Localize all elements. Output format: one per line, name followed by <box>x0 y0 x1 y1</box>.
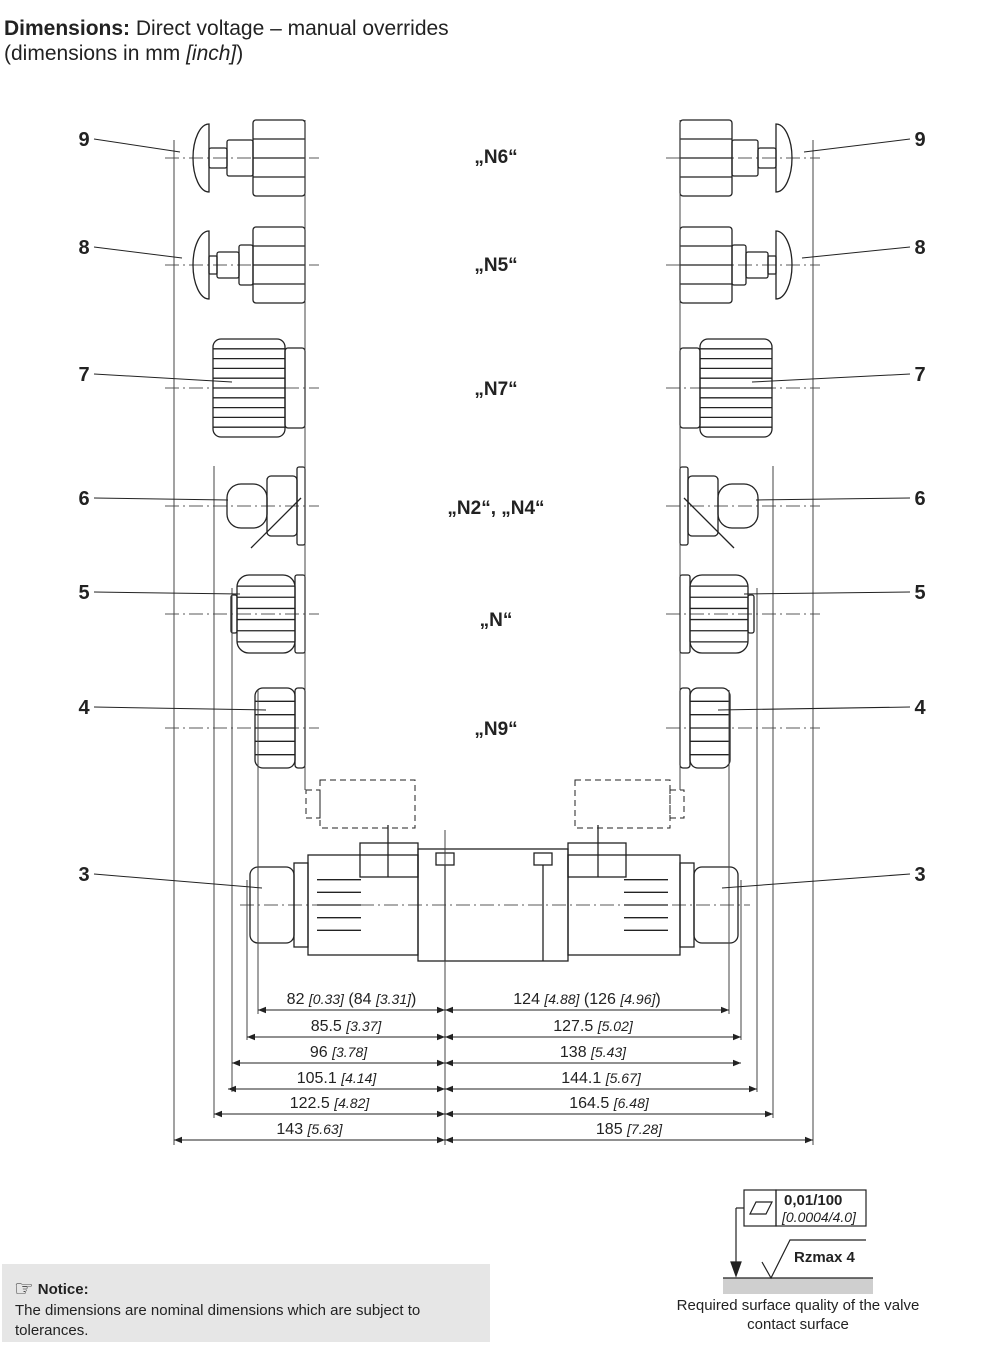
override-label-8: „N5“ <box>474 255 517 276</box>
flatness-value-inch: [0.0004/4.0] <box>781 1209 857 1225</box>
item-number-right-4: 4 <box>914 697 926 719</box>
page-subtitle: (dimensions in mm [inch]) <box>4 41 243 66</box>
override-n6-ribs <box>253 138 732 178</box>
flatness-frame-symbol <box>743 1189 777 1227</box>
override-n7-ribs <box>213 348 772 428</box>
override-n5-knob-right <box>775 230 793 300</box>
item-number-left-9: 9 <box>78 129 89 151</box>
leader-left-8 <box>93 246 183 259</box>
leader-right-6 <box>755 497 911 501</box>
surface-caption-line1: Required surface quality of the valve <box>676 1297 920 1314</box>
flatness-arrow <box>730 1261 742 1278</box>
override-n6-knob-right <box>775 123 793 193</box>
dim-label-left-0: 82 [0.33] (84 [3.31]) <box>287 991 417 1008</box>
surface-caption-line2: contact surface <box>747 1316 849 1333</box>
title-bold: Dimensions: <box>4 17 131 40</box>
page-title: Dimensions: Direct voltage – manual over… <box>4 16 449 41</box>
item-number-left-3: 3 <box>78 864 89 886</box>
override-n6-knob-left <box>192 123 210 193</box>
dim-label-left-5: 143 [5.63] <box>276 1121 343 1138</box>
notice-box: ☞Notice: The dimensions are nominal dime… <box>2 1264 490 1342</box>
dim-label-left-4: 122.5 [4.82] <box>290 1095 371 1112</box>
dim-label-left-2: 96 [3.78] <box>310 1044 368 1061</box>
flatness-frame-value <box>775 1189 867 1227</box>
item-number-left-6: 6 <box>78 488 89 510</box>
valve-end-ribs <box>317 879 668 931</box>
leader-left-9 <box>93 138 181 153</box>
item-number-right-5: 5 <box>914 582 925 604</box>
leader-right-9 <box>803 138 911 153</box>
subtitle-post: ) <box>236 42 244 65</box>
leader-left-4 <box>93 706 267 711</box>
title-rest: Direct voltage – manual overrides <box>130 17 449 40</box>
item-number-left-8: 8 <box>78 237 89 259</box>
item-number-right-7: 7 <box>914 364 925 386</box>
dim-label-right-0: 124 [4.88] (126 [4.96]) <box>513 991 660 1008</box>
pointing-hand-icon: ☞ <box>14 1276 34 1301</box>
subtitle-unit: [inch] <box>186 42 237 65</box>
flatness-icon <box>749 1201 773 1215</box>
leader-left-3 <box>93 873 263 889</box>
leader-right-4 <box>717 706 911 711</box>
connector-plug-dashed <box>305 779 685 829</box>
leader-left-5 <box>93 591 241 595</box>
leader-right-5 <box>743 591 911 595</box>
notice-heading-text: Notice: <box>37 1281 89 1298</box>
item-number-left-7: 7 <box>78 364 89 386</box>
leader-right-3 <box>721 873 911 889</box>
override-n-ribs <box>237 585 748 643</box>
item-number-right-8: 8 <box>914 237 925 259</box>
roughness-value: Rzmax 4 <box>794 1249 856 1266</box>
override-label-5: „N“ <box>480 610 513 631</box>
dim-label-left-1: 85.5 [3.37] <box>311 1018 383 1035</box>
valve-body <box>249 825 739 962</box>
item-number-right-9: 9 <box>914 129 925 151</box>
item-number-right-6: 6 <box>914 488 925 510</box>
dim-label-right-1: 127.5 [5.02] <box>553 1018 634 1035</box>
leader-left-6 <box>93 497 229 501</box>
dim-label-right-2: 138 [5.43] <box>560 1044 627 1061</box>
dim-label-right-4: 164.5 [6.48] <box>569 1095 650 1112</box>
dim-label-left-3: 105.1 [4.14] <box>297 1070 378 1087</box>
notice-text: The dimensions are nominal dimensions wh… <box>15 1302 421 1339</box>
contact-surface <box>723 1278 873 1294</box>
item-number-left-4: 4 <box>78 697 90 719</box>
surface-caption: Required surface quality of the valve con… <box>660 1296 936 1334</box>
item-number-right-3: 3 <box>914 864 925 886</box>
leader-right-8 <box>801 246 911 259</box>
override-label-9: „N6“ <box>474 147 517 168</box>
override-label-6: „N2“, „N4“ <box>447 498 544 519</box>
override-label-4: „N9“ <box>474 719 517 740</box>
override-n5-knob-left <box>192 230 210 300</box>
leader-left-7 <box>93 373 233 383</box>
item-number-left-5: 5 <box>78 582 89 604</box>
override-label-7: „N7“ <box>474 379 517 400</box>
dim-label-right-5: 185 [7.28] <box>596 1121 663 1138</box>
leader-right-7 <box>751 373 911 383</box>
dim-label-right-3: 144.1 [5.67] <box>561 1070 642 1087</box>
notice-heading: ☞Notice: <box>14 1276 89 1302</box>
roughness-symbol <box>761 1239 866 1280</box>
subtitle-pre: (dimensions in mm <box>4 42 187 65</box>
flatness-value: 0,01/100 <box>784 1192 842 1209</box>
